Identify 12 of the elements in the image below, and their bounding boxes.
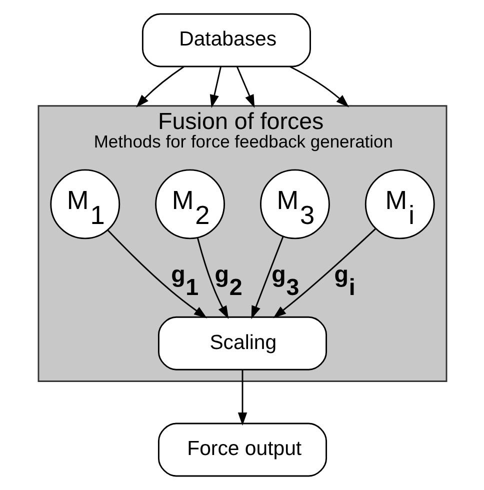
node-box: Scaling [157, 316, 327, 370]
node-box: Databases [141, 13, 310, 68]
arrow [196, 238, 228, 319]
arrow [236, 66, 254, 108]
arrow [250, 236, 284, 320]
node-box: Force output [157, 422, 327, 477]
arrow [289, 66, 349, 108]
arrow [136, 66, 184, 108]
arrow [237, 370, 247, 426]
arrow [106, 230, 207, 318]
arrow [209, 66, 221, 108]
arrow [272, 228, 376, 318]
